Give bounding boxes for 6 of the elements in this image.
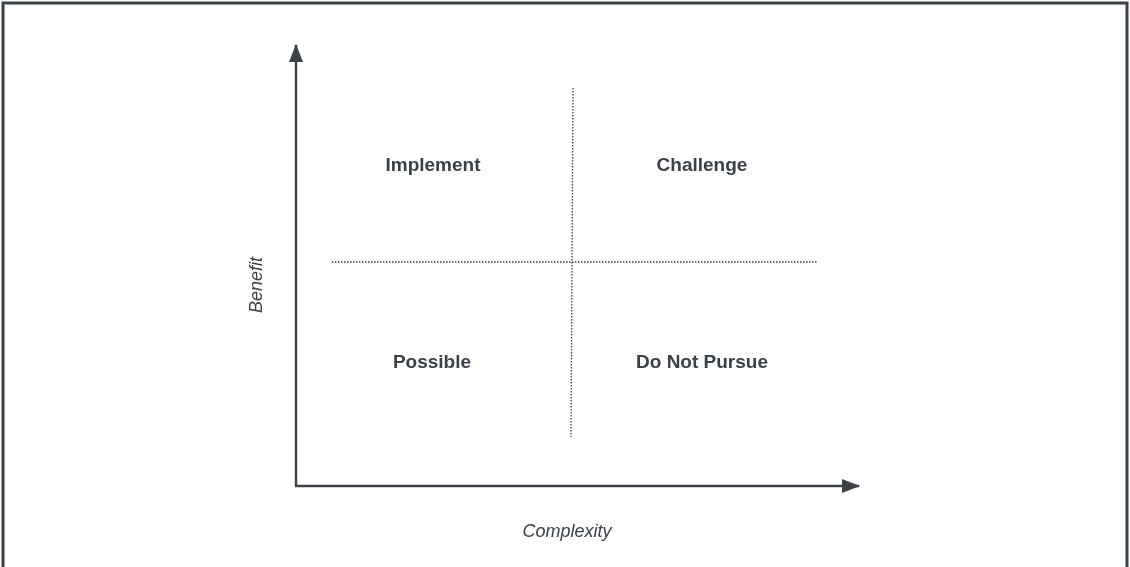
- axis-label: Complexity: [522, 520, 612, 542]
- axis-label: Benefit: [245, 257, 267, 313]
- quadrant-label: Possible: [392, 351, 472, 373]
- quadrant-label: Challenge: [656, 154, 748, 176]
- quadrant-label: Implement: [385, 154, 481, 176]
- quadrant-label: Do Not Pursue: [636, 351, 768, 373]
